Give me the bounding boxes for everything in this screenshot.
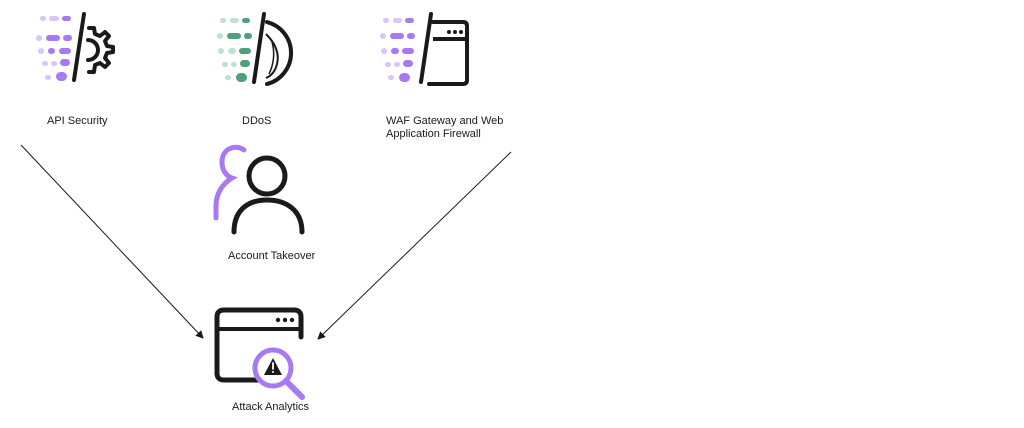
user-group-icon: [213, 144, 305, 235]
label-attack-analytics: Attack Analytics: [232, 401, 310, 413]
dot-grid-purple: [380, 18, 415, 82]
label-ddos: DDoS: [242, 115, 271, 127]
edge-waf-to-analytics: [317, 151, 512, 340]
label-api-security: API Security: [47, 115, 108, 127]
api-security-gear-icon: [36, 12, 115, 82]
browser-warning-magnifier-icon: [214, 307, 305, 400]
label-waf-line2: Application Firewall: [386, 128, 481, 140]
ddos-shield-icon: [217, 12, 294, 86]
label-account-takeover: Account Takeover: [228, 250, 316, 262]
waf-window-icon: [380, 12, 469, 86]
dot-grid-green: [217, 18, 252, 82]
dot-grid: [36, 16, 72, 81]
edge-api-to-analytics: [20, 144, 204, 339]
label-waf-line1: WAF Gateway and Web: [386, 115, 503, 127]
